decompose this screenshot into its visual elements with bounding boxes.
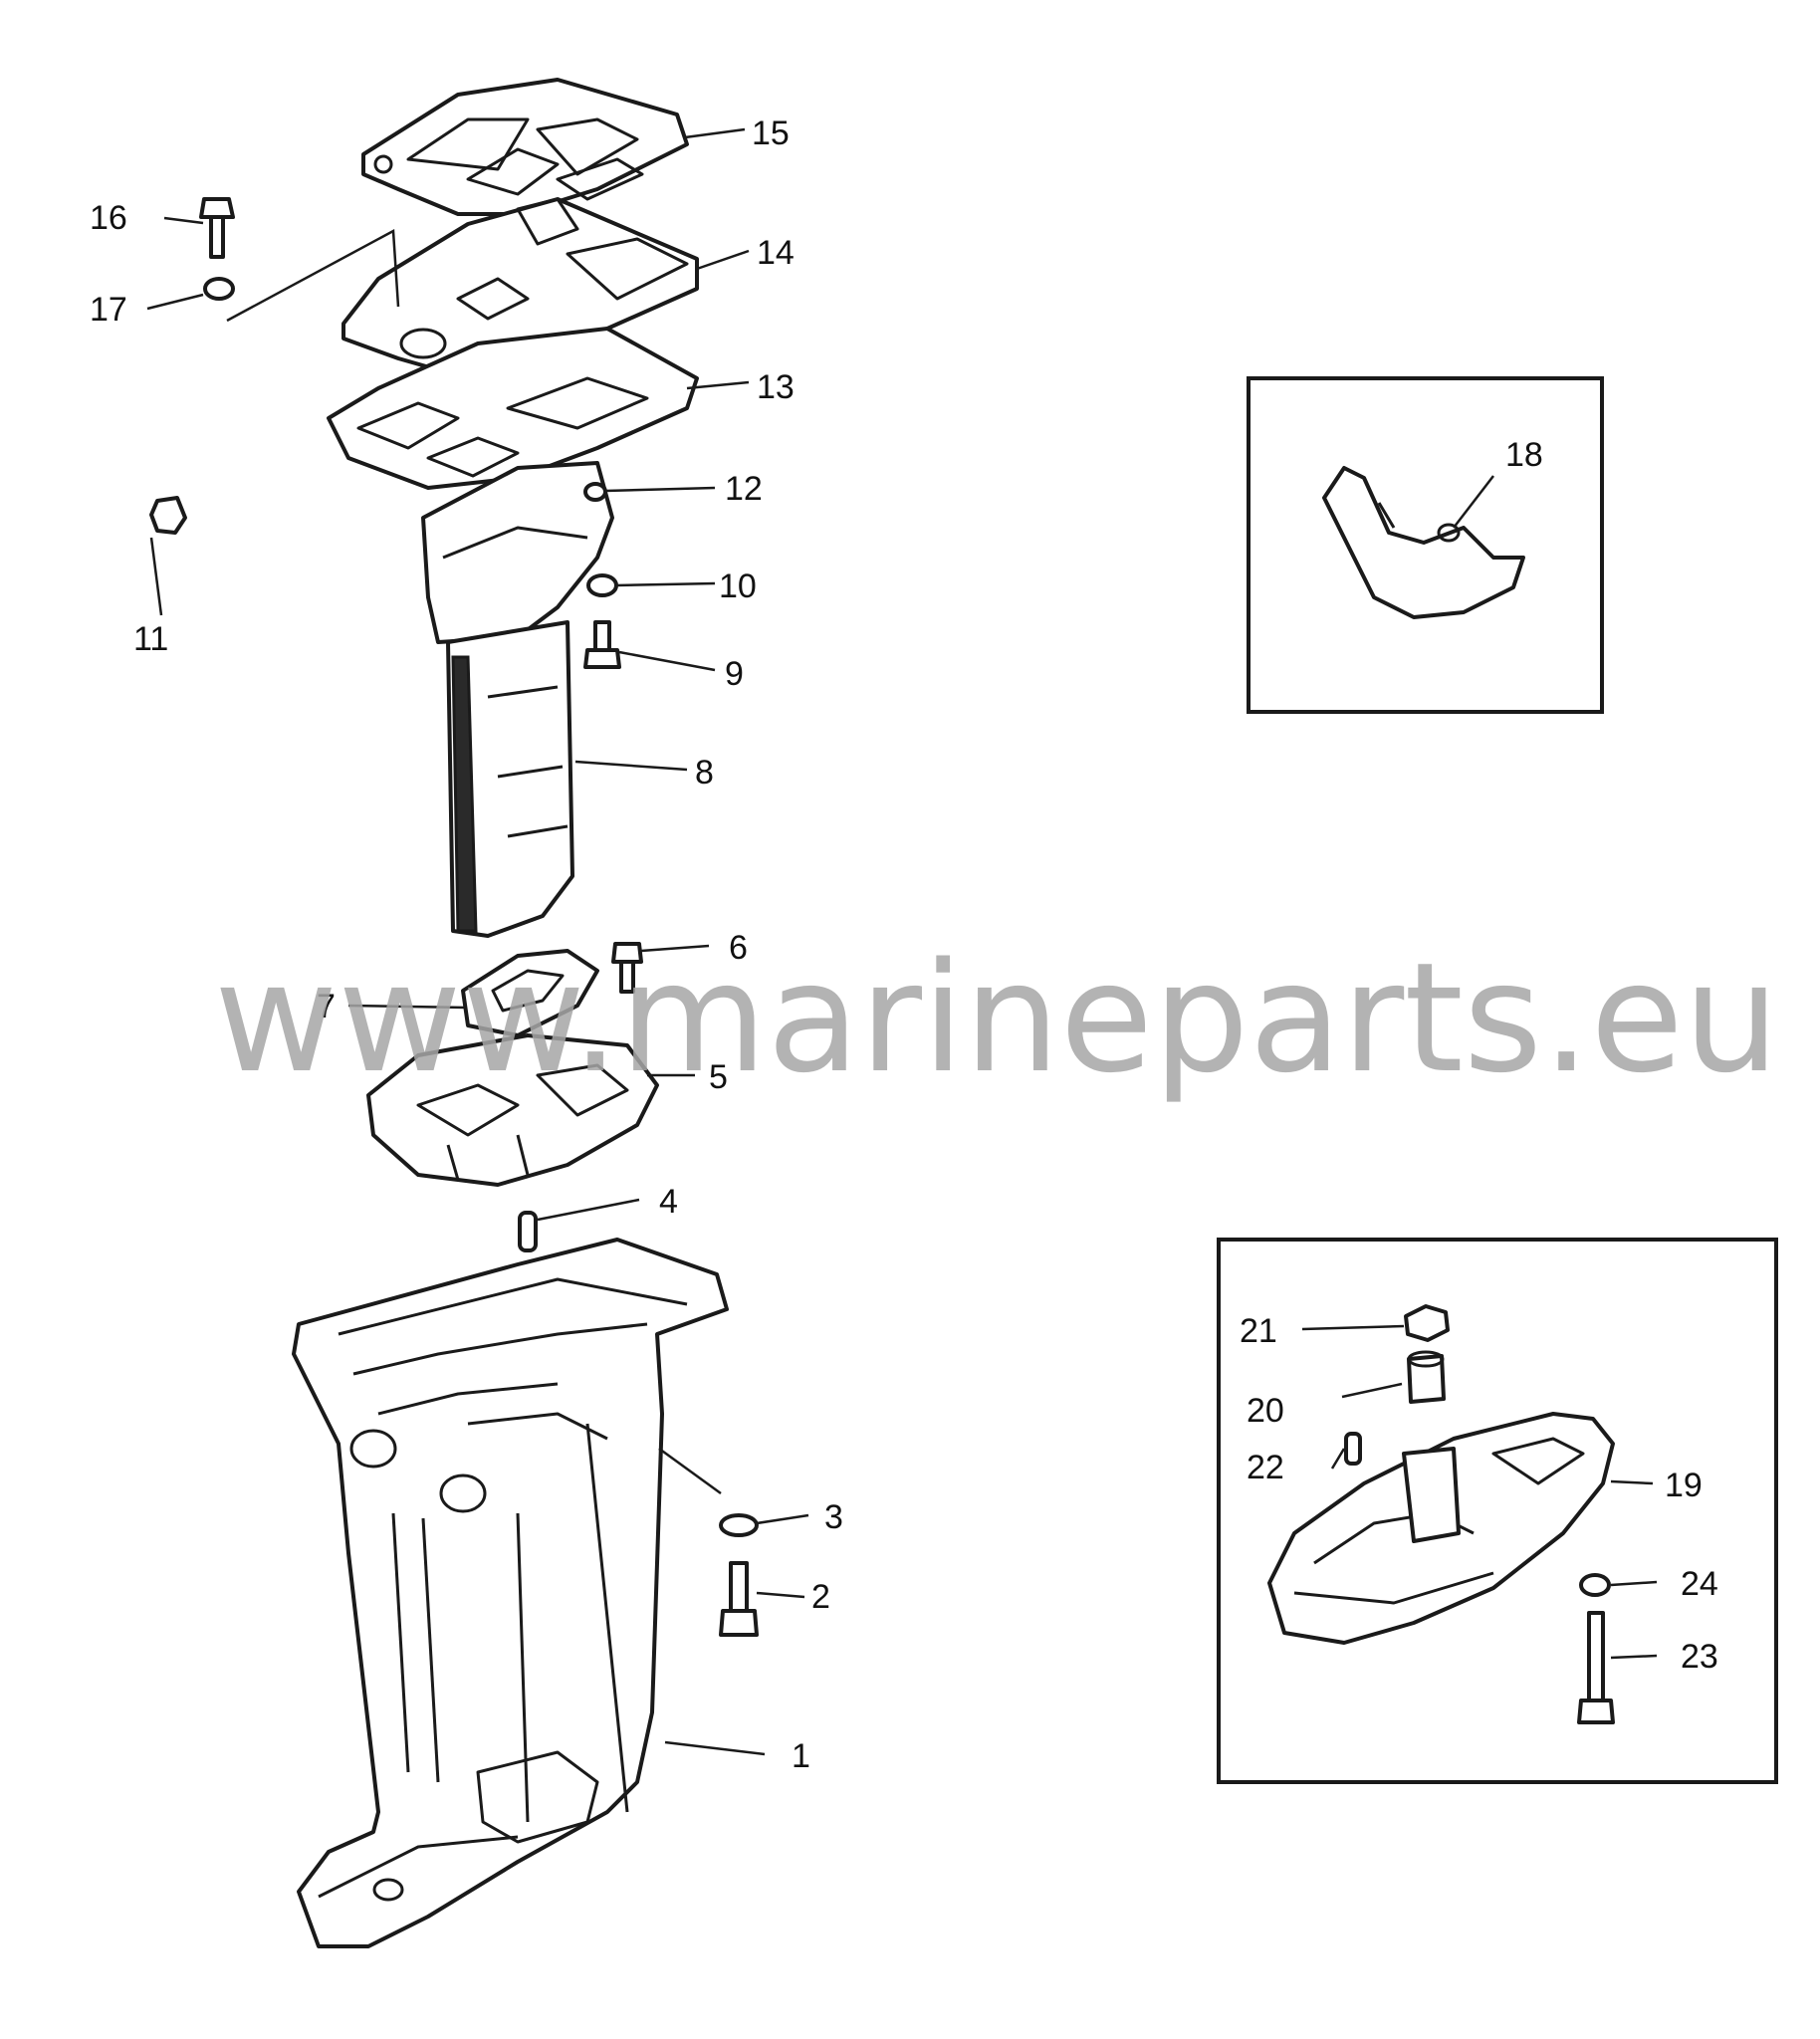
label-part-6: 6 [729, 929, 748, 967]
label-part-14: 14 [757, 234, 795, 272]
part-8-exhaust-pipe-drawing [421, 461, 614, 938]
part-6-bolt-drawing [611, 942, 643, 994]
inset-box-part-18 [1247, 376, 1604, 714]
label-part-21: 21 [1240, 1312, 1277, 1350]
watermark-text: www.marineparts.eu [214, 930, 1779, 1106]
label-part-16: 16 [90, 199, 127, 237]
part-13-gasket-drawing [327, 327, 699, 490]
part-24-washer-drawing [1579, 1573, 1611, 1597]
label-part-17: 17 [90, 291, 127, 329]
label-part-9: 9 [725, 655, 744, 693]
part-17-washer-drawing [203, 277, 235, 301]
label-part-5: 5 [709, 1058, 728, 1096]
label-part-22: 22 [1247, 1449, 1284, 1486]
part-9-bolt-drawing [583, 620, 621, 669]
label-part-10: 10 [719, 567, 757, 605]
part-10-washer-drawing [586, 573, 618, 597]
label-part-23: 23 [1681, 1638, 1718, 1676]
part-labels: 1 2 3 4 5 6 7 8 9 10 11 12 13 14 15 16 1… [90, 114, 1718, 1775]
label-part-8: 8 [695, 754, 714, 792]
part-22-pin-drawing [1344, 1432, 1362, 1466]
label-part-24: 24 [1681, 1565, 1718, 1603]
part-20-bushing-drawing [1407, 1350, 1446, 1404]
part-18-bracket-drawing [1322, 466, 1525, 619]
part-16-screw-drawing [199, 197, 235, 259]
label-part-15: 15 [752, 114, 790, 152]
label-part-7: 7 [317, 988, 336, 1025]
label-part-13: 13 [757, 368, 795, 406]
label-part-19: 19 [1665, 1467, 1703, 1504]
part-1-drive-shaft-housing-drawing [292, 1238, 729, 1948]
label-part-1: 1 [792, 1737, 810, 1775]
label-part-11: 11 [133, 620, 168, 658]
part-23-bolt-drawing [1577, 1611, 1615, 1724]
part-14-plate-drawing [341, 197, 699, 380]
assembly-guide-line [226, 228, 400, 323]
part-3-washer-drawing [719, 1513, 759, 1537]
inset-box-parts-19-24 [1217, 1238, 1778, 1784]
part-7-gasket-drawing [461, 949, 599, 1037]
part-5-guide-drawing [366, 1033, 659, 1187]
label-part-20: 20 [1247, 1392, 1284, 1430]
label-part-12: 12 [725, 470, 763, 508]
label-part-2: 2 [811, 1578, 830, 1616]
label-part-4: 4 [659, 1183, 678, 1221]
part-2-bolt-drawing [719, 1561, 759, 1637]
part-21-nut-drawing [1404, 1304, 1450, 1342]
part-15-gasket-drawing [361, 78, 689, 216]
part-11-nut-drawing [149, 496, 187, 535]
label-part-3: 3 [824, 1498, 843, 1536]
part-12-ring-drawing [583, 482, 607, 502]
part-19-cover-drawing [1267, 1412, 1615, 1645]
part-4-dowel-pin-drawing [518, 1211, 538, 1252]
label-part-18: 18 [1505, 436, 1543, 474]
leader-lines [146, 127, 1658, 1756]
